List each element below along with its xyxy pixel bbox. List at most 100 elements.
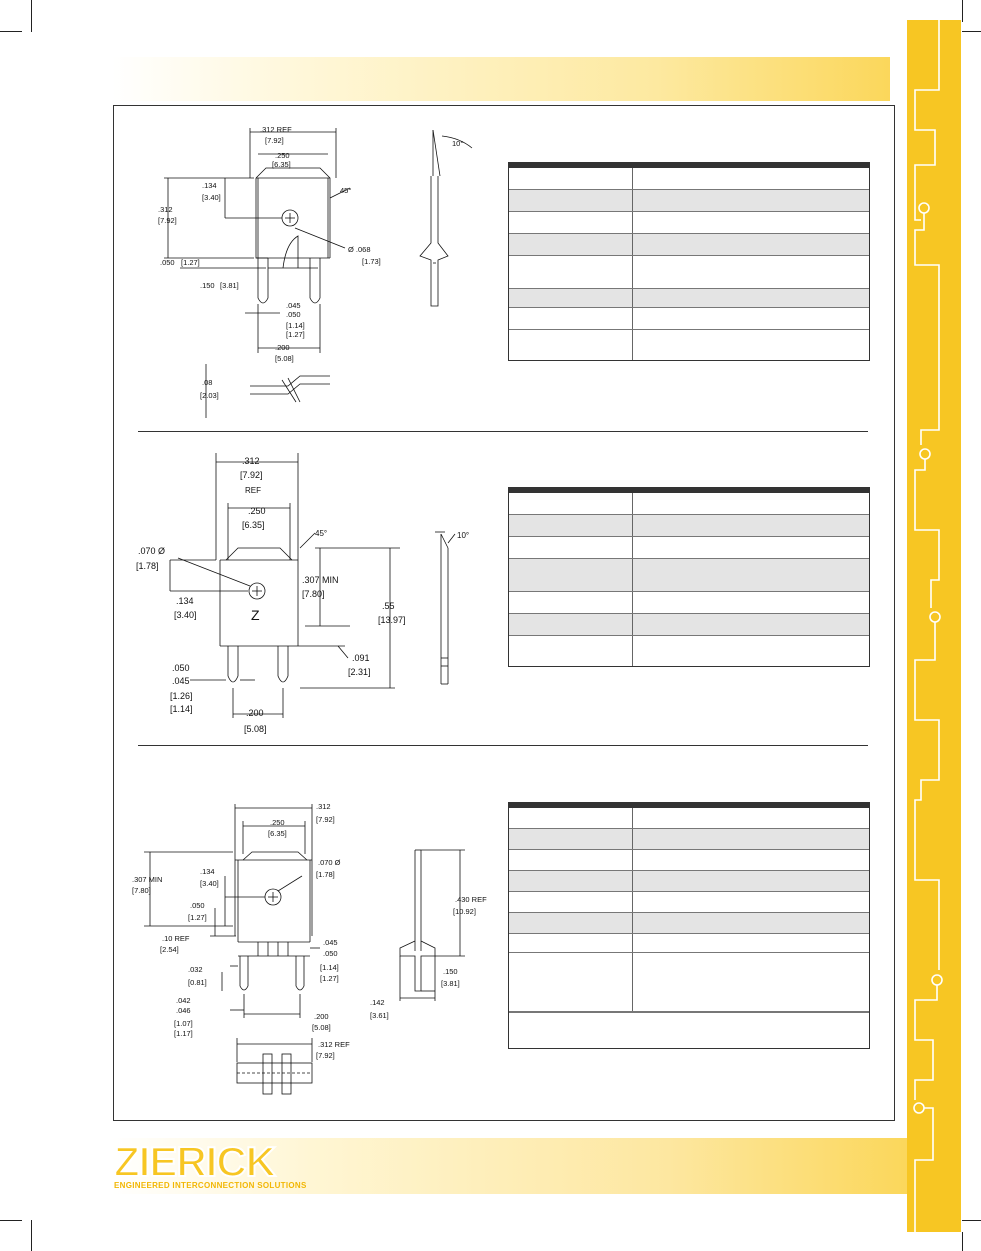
table-row (509, 892, 869, 913)
table-row (509, 493, 869, 515)
dim-label: [7.92] (240, 470, 263, 480)
crop-mark (0, 31, 22, 32)
dim-label: [5.08] (275, 354, 294, 363)
dim-label: .307 MIN (302, 575, 339, 585)
dim-label: .200 (246, 708, 264, 718)
dim-label: [7.92] (316, 1051, 335, 1060)
footer-band (112, 1138, 907, 1194)
dim-label: .070 Ø (138, 546, 165, 556)
dim-label: .134 (200, 867, 215, 876)
dim-label: [6.35] (242, 520, 265, 530)
table-row (509, 537, 869, 559)
dim-label: [3.40] (200, 879, 219, 888)
dim-label: [2.31] (348, 667, 371, 677)
spec-table-3 (508, 802, 870, 1049)
crop-mark (962, 1220, 981, 1221)
dim-label: [1.26] (170, 691, 193, 701)
dim-label: .150 (443, 967, 458, 976)
dim-label: .046 (176, 1006, 191, 1015)
dim-label: 10° (457, 531, 469, 540)
dim-label: [10.92] (453, 907, 476, 916)
table-row (509, 515, 869, 537)
table-row (509, 168, 869, 190)
table-row (509, 592, 869, 614)
table-row (509, 190, 869, 212)
dim-label: [3.81] (441, 979, 460, 988)
dim-label: Ø .068 (348, 245, 371, 254)
crop-mark (962, 1232, 963, 1251)
dim-label: .042 (176, 996, 191, 1005)
terminal-drawing-3: .312 [7.92] .250 [6.35] .070 Ø [1.78] .1… (132, 802, 487, 1095)
dim-label: .150 (200, 281, 215, 290)
table-row (509, 256, 869, 289)
terminal-drawing-1: .312 REF [7.92] .250 [6.35] 45° .134 [3.… (158, 125, 473, 418)
dim-label: .050 (172, 663, 190, 673)
dim-label: .250 (248, 506, 266, 516)
dim-label: [7.92] (265, 136, 284, 145)
crop-mark (31, 0, 32, 32)
table-row (509, 871, 869, 892)
dim-label: .10 REF (162, 934, 190, 943)
zierick-logo: ZIERICK ENGINEERED INTERCONNECTION SOLUT… (112, 1140, 332, 1192)
dim-label: [1.14] (320, 963, 339, 972)
dim-label: .050 (160, 258, 175, 267)
table-row (509, 808, 869, 829)
circuit-sidebar (907, 20, 961, 1232)
section-divider (138, 745, 868, 746)
terminal-drawing-2: .312 [7.92] REF .250 [6.35] 45° .070 Ø [… (136, 453, 469, 734)
dim-label: .045 (323, 938, 338, 947)
logo-tagline: ENGINEERED INTERCONNECTION SOLUTIONS (114, 1181, 307, 1190)
dim-label: 10° (452, 139, 463, 148)
table-row (509, 308, 869, 330)
table-row (509, 330, 869, 360)
dim-label: .045 (172, 676, 190, 686)
dim-label: .200 (275, 343, 290, 352)
table-row (509, 212, 869, 234)
dim-label: .050 (323, 949, 338, 958)
header-band (112, 57, 890, 101)
part-mark: Z (251, 607, 260, 623)
dim-label: [6.35] (268, 829, 287, 838)
table-header-bar (509, 488, 869, 493)
table-row (509, 913, 869, 934)
table-row (509, 829, 869, 850)
dim-label: .142 (370, 998, 385, 1007)
svg-text:ZIERICK: ZIERICK (114, 1140, 276, 1182)
dim-label: [1.78] (136, 561, 159, 571)
dim-label: [3.61] (370, 1011, 389, 1020)
dim-label: [7.80] (132, 886, 151, 895)
crop-mark (962, 0, 963, 22)
dim-label: .045 (286, 301, 301, 310)
section-divider (138, 431, 868, 432)
crop-mark (0, 1220, 22, 1221)
dim-label: REF (245, 486, 261, 495)
dim-label: .070 Ø (318, 858, 341, 867)
dim-label: [2.54] (160, 945, 179, 954)
dim-label: [1.14] (170, 704, 193, 714)
dim-label: .250 (275, 151, 290, 160)
dim-label: [3.40] (202, 193, 221, 202)
dim-label: .032 (188, 965, 203, 974)
dim-label: [13.97] (378, 615, 406, 625)
dim-label: .312 REF (260, 125, 292, 134)
table-row (509, 614, 869, 636)
table-header-bar (509, 803, 869, 808)
crop-mark (962, 31, 981, 32)
dim-label: .250 (270, 818, 285, 827)
table-row (509, 559, 869, 592)
dim-label: .312 REF (318, 1040, 350, 1049)
dim-label: [5.08] (312, 1023, 331, 1032)
dim-label: .091 (352, 653, 370, 663)
dim-label: .430 REF (455, 895, 487, 904)
dim-label: [3.81] (220, 281, 239, 290)
dim-label: .050 (190, 901, 205, 910)
dim-label: .312 (316, 802, 331, 811)
table-row (509, 234, 869, 256)
dim-label: .307 MIN (132, 875, 162, 884)
dim-label: [7.80] (302, 589, 325, 599)
dim-label: .55 (382, 601, 395, 611)
dim-label: [1.07] (174, 1019, 193, 1028)
circuit-trace-graphic (913, 20, 943, 1232)
dim-label: [1.73] (362, 257, 381, 266)
table-row (509, 850, 869, 871)
